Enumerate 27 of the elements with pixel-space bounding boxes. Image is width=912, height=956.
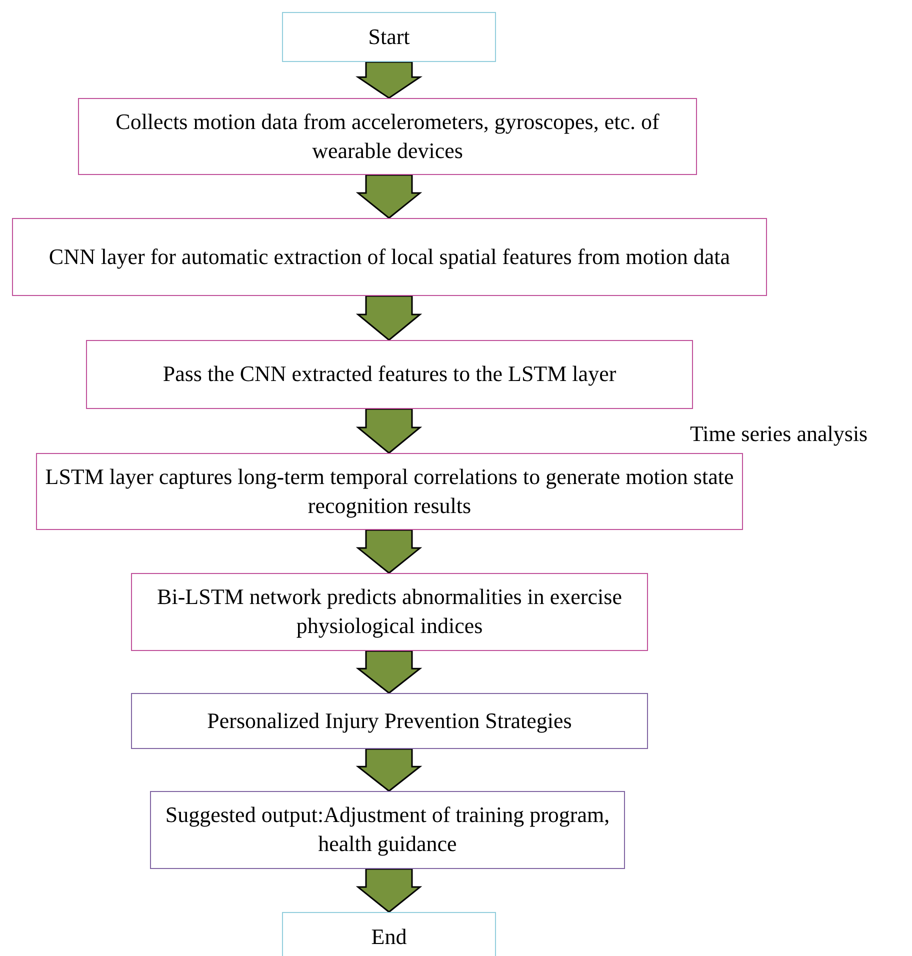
block-arrow (356, 650, 422, 694)
node-text: End (371, 922, 407, 951)
process-box (131, 693, 648, 749)
node-text: Bi-LSTM network predicts abnormalities in exercise physiological indices (156, 583, 623, 640)
terminal-box (282, 12, 496, 62)
node-text: CNN layer for automatic extraction of local spatial features from motion data (48, 242, 730, 271)
block-arrow (356, 174, 422, 219)
node-text: Personalized Injury Prevention Strategies (207, 706, 572, 735)
node-text: Pass the CNN extracted features to the LSTM layer (162, 360, 616, 388)
block-arrow (356, 529, 422, 574)
process-box (12, 218, 767, 296)
block-arrow (356, 295, 422, 341)
block-arrow (356, 61, 422, 99)
process-box (150, 791, 625, 869)
annotation-text: Time series analysis (690, 421, 868, 447)
block-arrow (356, 868, 422, 913)
process-box (86, 340, 693, 409)
node-text: Start (368, 22, 410, 51)
terminal-box (282, 912, 496, 956)
node-text: Suggested output:Adjustment of training program, health guidance (164, 801, 611, 858)
block-arrow (356, 408, 422, 454)
process-box (131, 573, 648, 651)
block-arrow (356, 748, 422, 792)
node-text: Collects motion data from accelerometers, gyroscopes, etc. of wearable devices (114, 108, 660, 164)
process-box (36, 453, 743, 530)
node-text: LSTM layer captures long-term temporal correlations to generate motion state recognition results (45, 462, 734, 520)
process-box (78, 98, 697, 175)
